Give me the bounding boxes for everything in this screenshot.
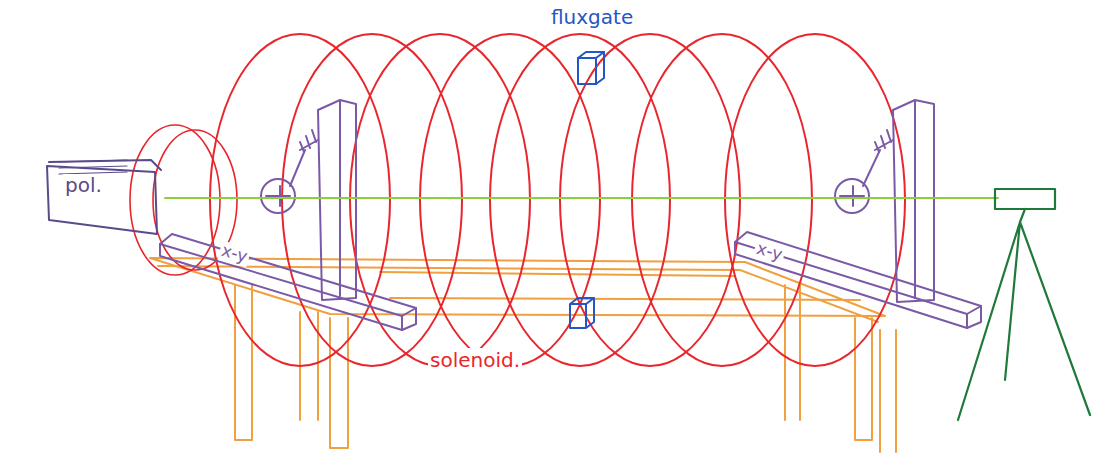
coil-turn <box>282 34 462 366</box>
coil-turn <box>420 34 600 366</box>
laser-beam <box>165 197 998 199</box>
node-label: pol. <box>63 174 104 197</box>
polarizer-box: pol. <box>45 158 167 238</box>
fluxgate-sensor: fluxgate <box>545 6 647 86</box>
coil-turn <box>725 34 905 366</box>
coil-turn <box>632 34 812 366</box>
solenoid-label: solenoid. <box>428 348 522 372</box>
xy-stage: x-y <box>158 232 420 332</box>
node-outline <box>158 232 420 332</box>
solenoid-coil <box>210 34 905 366</box>
fluxgate-sensor <box>570 298 594 328</box>
node-label: fluxgate <box>549 6 635 29</box>
coil-turn <box>490 34 670 366</box>
coil-turn <box>560 34 740 366</box>
xy-stage: x-y <box>733 230 985 330</box>
node-outline <box>45 158 167 238</box>
coil-turn <box>350 34 530 366</box>
